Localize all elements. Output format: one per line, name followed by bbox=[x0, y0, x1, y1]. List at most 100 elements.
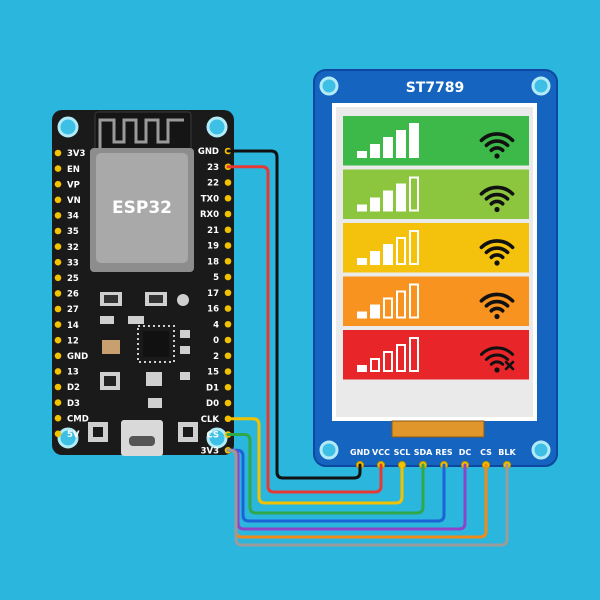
wifi-dot bbox=[494, 260, 500, 266]
board-pin-label: 3V3 bbox=[201, 446, 219, 456]
mount-hole bbox=[57, 116, 79, 138]
board-pin bbox=[224, 336, 232, 344]
en-button-cap bbox=[93, 427, 103, 437]
component bbox=[149, 295, 163, 303]
antenna-area bbox=[94, 111, 192, 155]
board-pin-label: 17 bbox=[207, 289, 219, 299]
signal-bar-empty bbox=[383, 297, 393, 319]
board-pin-label: 19 bbox=[207, 242, 219, 252]
chip-label: ESP32 bbox=[112, 198, 172, 218]
board-pin-label: 0 bbox=[213, 336, 219, 346]
board-pin-label: 35 bbox=[67, 227, 79, 237]
board-pin-label: 26 bbox=[67, 290, 79, 300]
board-pin-label: 22 bbox=[207, 179, 219, 189]
board-pin-label: 14 bbox=[67, 321, 79, 331]
board-pin-label: CS bbox=[206, 431, 219, 441]
signal-bar-empty bbox=[396, 290, 406, 319]
component bbox=[180, 372, 190, 380]
board-pin-label: VP bbox=[67, 180, 80, 190]
wire-cs-to-sda bbox=[226, 433, 425, 515]
board-pin bbox=[54, 149, 62, 157]
signal-bar-empty bbox=[383, 351, 393, 372]
board-pin-label: 5 bbox=[213, 273, 219, 283]
board-pin bbox=[224, 226, 232, 234]
board-pin-label: 23 bbox=[207, 163, 219, 173]
display-title: ST7789 bbox=[406, 80, 465, 96]
board-pin bbox=[54, 352, 62, 360]
component bbox=[104, 295, 118, 303]
signal-bar-filled bbox=[357, 204, 367, 212]
display-pin-label: SCL bbox=[394, 448, 411, 457]
board-pin bbox=[54, 321, 62, 328]
mount-hole bbox=[319, 440, 339, 460]
board-pin bbox=[224, 257, 232, 265]
signal-bar-empty bbox=[409, 230, 419, 265]
signal-bar-filled bbox=[383, 137, 393, 158]
board-pin-label: 34 bbox=[67, 212, 79, 222]
wire-23-to-vcc bbox=[226, 165, 383, 494]
board-pin bbox=[224, 179, 232, 186]
board-pin-label: 33 bbox=[67, 258, 79, 268]
board-pin bbox=[54, 290, 62, 297]
component bbox=[100, 316, 114, 324]
wifi-arc bbox=[479, 185, 515, 196]
signal-bar-filled bbox=[357, 151, 367, 158]
board-pin bbox=[54, 414, 62, 422]
board-pin-label: EN bbox=[67, 165, 80, 175]
boot-button-cap bbox=[183, 427, 193, 437]
board-pin bbox=[54, 383, 62, 391]
mount-hole bbox=[206, 116, 228, 138]
signal-row bbox=[343, 223, 529, 273]
wifi-dot bbox=[494, 313, 500, 320]
board-pin bbox=[224, 320, 232, 328]
board-pin-label: CLK bbox=[201, 415, 220, 425]
board-pin bbox=[54, 274, 62, 282]
display-pin-label: VCC bbox=[372, 448, 390, 457]
regulator-core bbox=[104, 376, 116, 386]
signal-row bbox=[343, 330, 529, 380]
board-pin-label: GND bbox=[198, 147, 219, 157]
board-pin bbox=[224, 352, 232, 360]
wifi-arc bbox=[484, 139, 510, 148]
led-component bbox=[177, 294, 189, 306]
board-pin-label: 25 bbox=[67, 274, 79, 284]
wire-3v3-to-blk bbox=[226, 448, 509, 547]
signal-row bbox=[343, 116, 529, 166]
screen-connector bbox=[391, 420, 485, 438]
esp32-board: ESP32 3V3ENVPVN343532332526271412GND13D2… bbox=[52, 110, 234, 456]
no-signal-mark bbox=[504, 360, 515, 371]
wire-clk-to-scl bbox=[226, 417, 404, 505]
right-pin-header: GND2322TX0RX02119185171640215D1D0CLKCS3V… bbox=[198, 147, 232, 456]
board-pin-label: 3V3 bbox=[67, 149, 85, 159]
board-pin-label: 12 bbox=[67, 336, 79, 346]
wire-3v3-to-res bbox=[226, 448, 446, 523]
wifi-arc bbox=[479, 292, 515, 303]
board-pin bbox=[54, 243, 62, 250]
component bbox=[180, 346, 190, 354]
left-pin-header: 3V3ENVPVN343532332526271412GND13D2D3CMD5… bbox=[54, 149, 89, 440]
display-pin-label: RES bbox=[435, 448, 453, 457]
signal-bar-empty bbox=[409, 337, 419, 372]
board-pin bbox=[54, 368, 62, 375]
signal-bar-filled bbox=[357, 365, 367, 372]
board-pin-label: D3 bbox=[67, 399, 80, 409]
wifi-arc bbox=[479, 239, 515, 250]
board-pin bbox=[54, 165, 62, 172]
screen-content bbox=[343, 116, 529, 380]
mount-hole bbox=[319, 76, 339, 96]
wifi-dot bbox=[494, 206, 500, 213]
board-pin bbox=[54, 305, 62, 313]
board-pin bbox=[224, 242, 232, 249]
board-pin bbox=[224, 399, 232, 407]
wifi-arc bbox=[489, 306, 505, 313]
wifi-off-icon bbox=[479, 346, 515, 373]
wifi-dot bbox=[494, 153, 500, 159]
board-pin bbox=[224, 273, 232, 281]
wifi-arc bbox=[484, 353, 510, 361]
wires bbox=[226, 149, 509, 547]
board-pin bbox=[54, 430, 62, 438]
display-pin-label: CS bbox=[480, 448, 492, 457]
board-pin-label: 2 bbox=[213, 352, 219, 362]
